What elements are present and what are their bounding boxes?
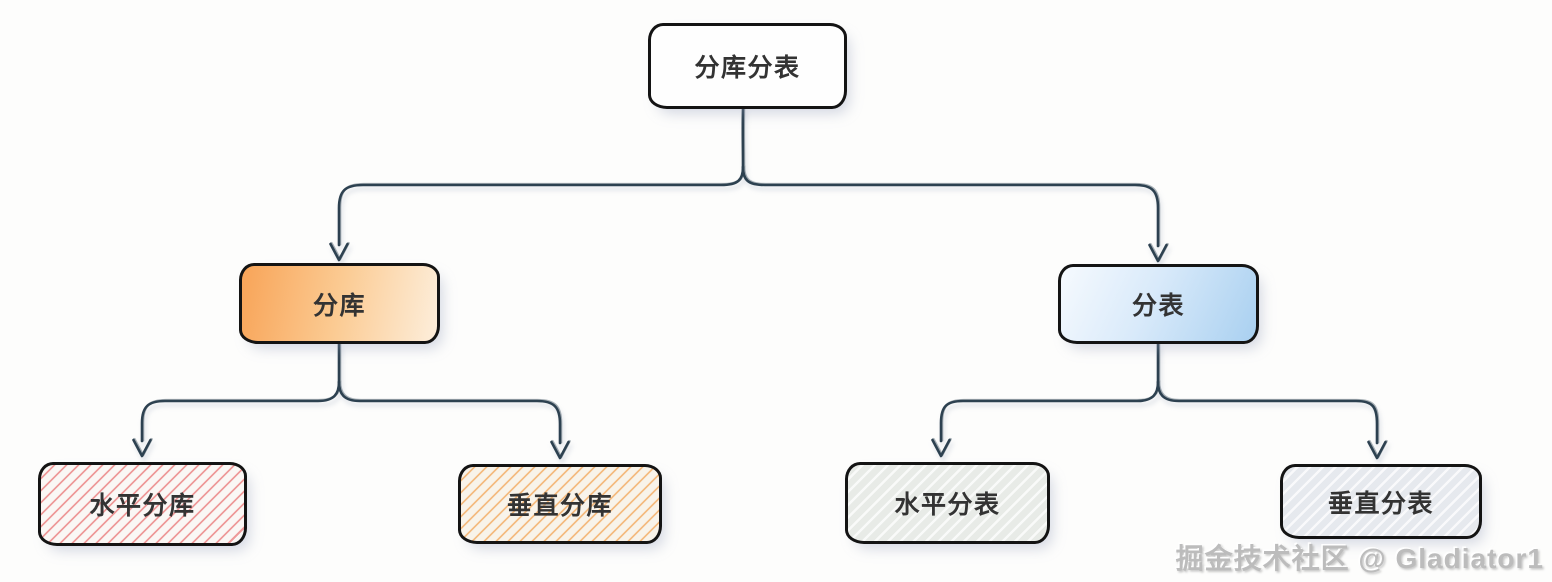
node-horizontal-table-sharding: 水平分表 — [845, 462, 1050, 544]
node-sharding-root: 分库分表 — [648, 23, 847, 109]
connector-db-to-vertical — [337, 380, 562, 445]
node-sharding-root-label: 分库分表 — [694, 54, 801, 82]
node-database-sharding-label: 分库 — [312, 291, 366, 320]
connector-db-to-horizontal — [140, 380, 341, 443]
node-horizontal-table-sharding-label: 水平分表 — [894, 491, 1001, 519]
node-database-sharding: 分库 — [239, 263, 440, 344]
node-horizontal-database-sharding-label: 水平分库 — [89, 492, 196, 520]
node-table-sharding: 分表 — [1058, 264, 1259, 344]
connector-table-to-vertical — [1156, 380, 1379, 445]
connector-table-to-horizontal — [939, 380, 1160, 443]
node-vertical-database-sharding-label: 垂直分库 — [506, 492, 613, 520]
node-horizontal-database-sharding: 水平分库 — [38, 462, 247, 546]
node-vertical-table-sharding-label: 垂直分表 — [1327, 489, 1434, 518]
node-table-sharding-label: 分表 — [1131, 292, 1185, 320]
node-vertical-database-sharding: 垂直分库 — [458, 464, 662, 544]
node-vertical-table-sharding: 垂直分表 — [1280, 464, 1482, 539]
connector-root-to-table — [741, 165, 1160, 248]
connector-root-to-db — [337, 165, 745, 247]
